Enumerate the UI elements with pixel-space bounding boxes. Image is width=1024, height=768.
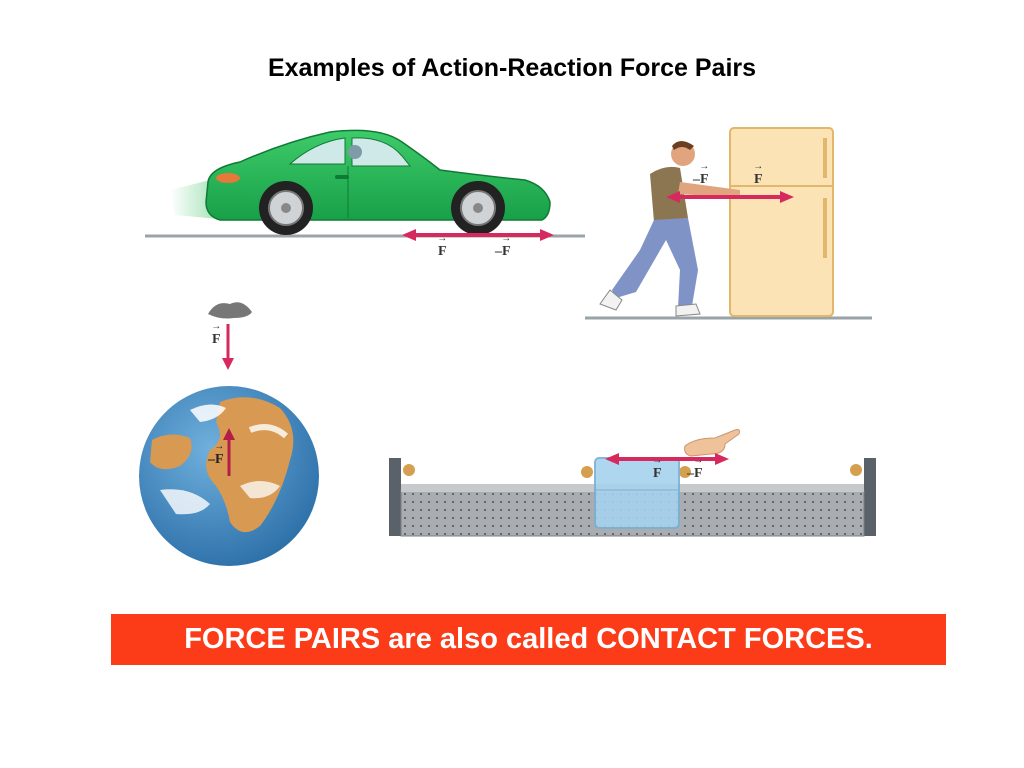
car-force-label: F (438, 244, 447, 260)
air-track-glider-icon (389, 429, 876, 537)
car-scene: F –F (140, 120, 590, 270)
earth-globe-icon (139, 302, 319, 566)
contact-forces-banner: FORCE PAIRS are also called CONTACT FORC… (111, 614, 946, 665)
slide-title: Examples of Action-Reaction Force Pairs (267, 54, 757, 82)
rock-earth-scene: F –F (130, 290, 330, 570)
glider-force-label: F (653, 466, 662, 482)
car-icon (145, 129, 585, 241)
rock-force-label: F (212, 332, 221, 348)
earth-reaction-force-label: –F (208, 452, 224, 468)
hand-reaction-force-label: –F (687, 466, 703, 482)
push-reaction-force-label: –F (693, 172, 709, 188)
push-force-label: F (754, 172, 763, 188)
refrigerator-scene: –F F (580, 120, 880, 340)
rock-shape (208, 302, 252, 319)
car-reaction-force-label: –F (495, 244, 511, 260)
person-pushing-refrigerator-icon (585, 127, 872, 320)
air-track-scene: F –F (385, 410, 880, 545)
